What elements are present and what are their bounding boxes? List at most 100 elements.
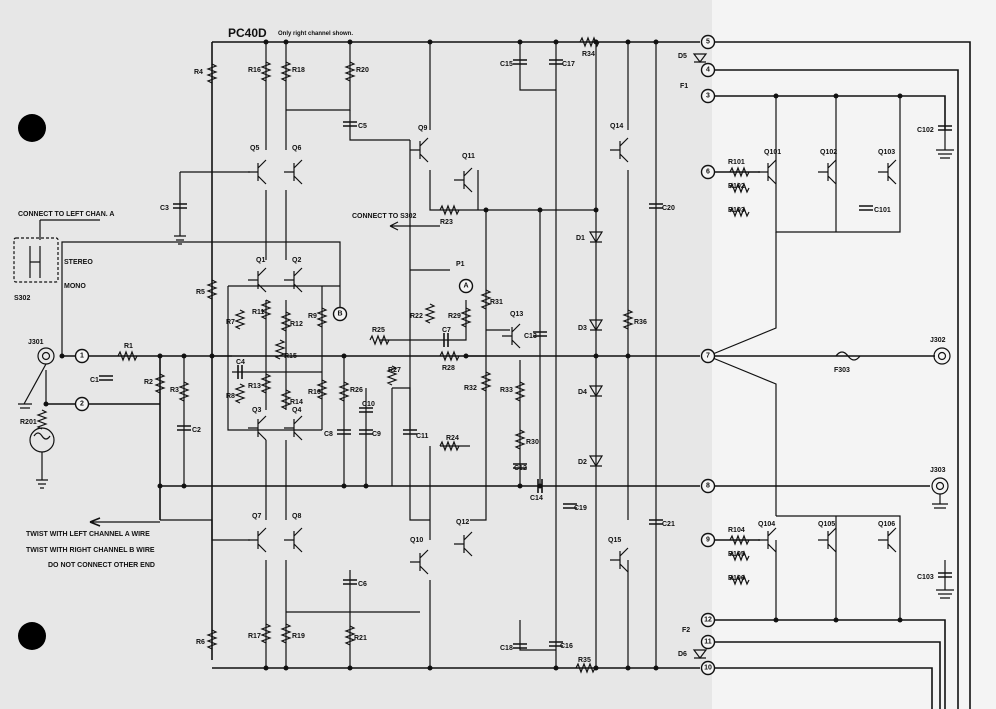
pin-a: A — [458, 278, 474, 294]
resistor-r24 — [439, 440, 460, 452]
resistor-r17 — [260, 623, 272, 644]
ref-d1: D1 — [576, 235, 585, 242]
resistor-r8 — [234, 383, 246, 404]
resistor-r35 — [575, 662, 596, 674]
ref-r101: R101 — [728, 159, 745, 166]
ref-r9: R9 — [308, 313, 317, 320]
resistor-r105 — [729, 550, 750, 562]
resistor-r22 — [424, 303, 436, 324]
ref-q11: Q11 — [462, 153, 475, 160]
resistor-r18 — [280, 61, 292, 82]
pin-8: 8 — [700, 478, 716, 494]
ref-d3: D3 — [578, 325, 587, 332]
ref-r4: R4 — [194, 69, 203, 76]
resistor-r16 — [260, 61, 272, 82]
ref-r29: R29 — [448, 313, 461, 320]
capacitor-c14 — [537, 479, 543, 493]
capacitor-c11 — [403, 429, 417, 435]
ref-r35: R35 — [578, 657, 591, 664]
ref-j302: J302 — [930, 337, 946, 344]
fuse-f303-shape — [835, 351, 861, 361]
ref-r10: R10 — [308, 389, 321, 396]
ref-c3: C3 — [160, 205, 169, 212]
ref-r36: R36 — [634, 319, 647, 326]
ref-r14: R14 — [290, 399, 303, 406]
transistor-q13 — [502, 323, 521, 349]
ref-q15: Q15 — [608, 537, 621, 544]
ref-r6: R6 — [196, 639, 205, 646]
transistor-q101 — [758, 159, 777, 185]
pin-2: 2 — [74, 396, 90, 412]
resistor-r29 — [460, 307, 472, 328]
ref-r18: R18 — [292, 67, 305, 74]
ref-f1: F1 — [680, 83, 688, 90]
ref-r25: R25 — [372, 327, 385, 334]
ref-r32: R32 — [464, 385, 477, 392]
capacitor-c101 — [859, 205, 873, 211]
capacitor-c12 — [513, 463, 527, 469]
reference-labels: R1R2R3R4R5R6R7R8R9R10R11R12R13R14R15R16R… — [14, 51, 946, 664]
capacitor-c4 — [237, 365, 243, 379]
svg-text:12: 12 — [704, 617, 712, 624]
resistor-shapes — [36, 36, 750, 674]
ref-q10: Q10 — [410, 537, 423, 544]
ref-r106: R106 — [728, 575, 745, 582]
note-do-not-connect: DO NOT CONNECT OTHER END — [48, 562, 155, 569]
resistor-r6 — [206, 629, 218, 650]
svg-text:A: A — [463, 283, 468, 290]
ref-c13: C13 — [524, 333, 537, 340]
ref-c12: C12 — [514, 465, 527, 472]
ref-q7: Q7 — [252, 513, 261, 520]
resistor-r5 — [206, 279, 218, 300]
ref-c9: C9 — [372, 431, 381, 438]
transistor-q105 — [818, 527, 837, 553]
svg-text:B: B — [337, 311, 342, 318]
pin-9: 9 — [700, 532, 716, 548]
resistor-r30 — [514, 429, 526, 450]
ref-r3: R3 — [170, 387, 179, 394]
ref-q8: Q8 — [292, 513, 301, 520]
ref-r102: R102 — [728, 183, 745, 190]
ref-q5: Q5 — [250, 145, 259, 152]
ref-r34: R34 — [582, 51, 595, 58]
ref-q12: Q12 — [456, 519, 469, 526]
transistor-q106 — [878, 527, 897, 553]
ref-r17: R17 — [248, 633, 261, 640]
ref-c16: C16 — [560, 643, 573, 650]
ref-q14: Q14 — [610, 123, 623, 130]
capacitor-c3 — [173, 203, 187, 209]
label-mono: MONO — [64, 283, 86, 290]
ref-c17: C17 — [562, 61, 575, 68]
transistor-q14 — [610, 137, 629, 163]
ref-r7: R7 — [226, 319, 235, 326]
transistor-q104 — [758, 527, 777, 553]
capacitor-c17 — [549, 59, 563, 65]
note-twist-right: TWIST WITH RIGHT CHANNEL B WIRE — [26, 547, 155, 554]
ref-r16: R16 — [248, 67, 261, 74]
ref-c21: C21 — [662, 521, 675, 528]
arrows — [39, 219, 440, 527]
ref-r26: R26 — [350, 387, 363, 394]
pin-6: 6 — [700, 164, 716, 180]
ref-d5: D5 — [678, 53, 687, 60]
ref-q4: Q4 — [292, 407, 301, 414]
ref-c102: C102 — [917, 127, 934, 134]
capacitor-c13 — [533, 331, 547, 337]
ref-j303: J303 — [930, 467, 946, 474]
ref-q1: Q1 — [256, 257, 265, 264]
transistor-q8 — [284, 527, 303, 553]
ref-c4: C4 — [236, 359, 245, 366]
svg-text:2: 2 — [80, 401, 84, 408]
svg-text:5: 5 — [706, 39, 710, 46]
ref-r105: R105 — [728, 551, 745, 558]
transistor-q5 — [248, 159, 267, 185]
resistor-r201 — [36, 409, 48, 430]
capacitor-c15 — [513, 59, 527, 65]
ref-d2: D2 — [578, 459, 587, 466]
resistor-r32 — [480, 371, 492, 392]
svg-text:3: 3 — [706, 93, 710, 100]
resistor-r20 — [344, 61, 356, 82]
pin-5: 5 — [700, 34, 716, 50]
